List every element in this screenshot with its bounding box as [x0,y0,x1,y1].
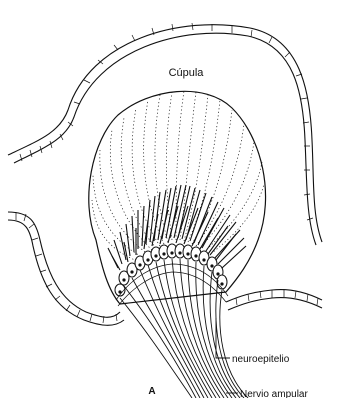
ampulla-outer-wall-ticks [20,23,313,220]
ampullary-nerve-label: Nervio ampular [240,389,308,398]
ampullary-nerve-fibers [120,259,248,398]
crest-base-wall-ticks [16,212,318,323]
neuroepithelium-label: neuroepitelio [232,354,290,365]
ampulla-outer-wall [8,25,322,245]
panel-label: A [148,386,155,397]
cupula-label: Cúpula [169,67,205,79]
